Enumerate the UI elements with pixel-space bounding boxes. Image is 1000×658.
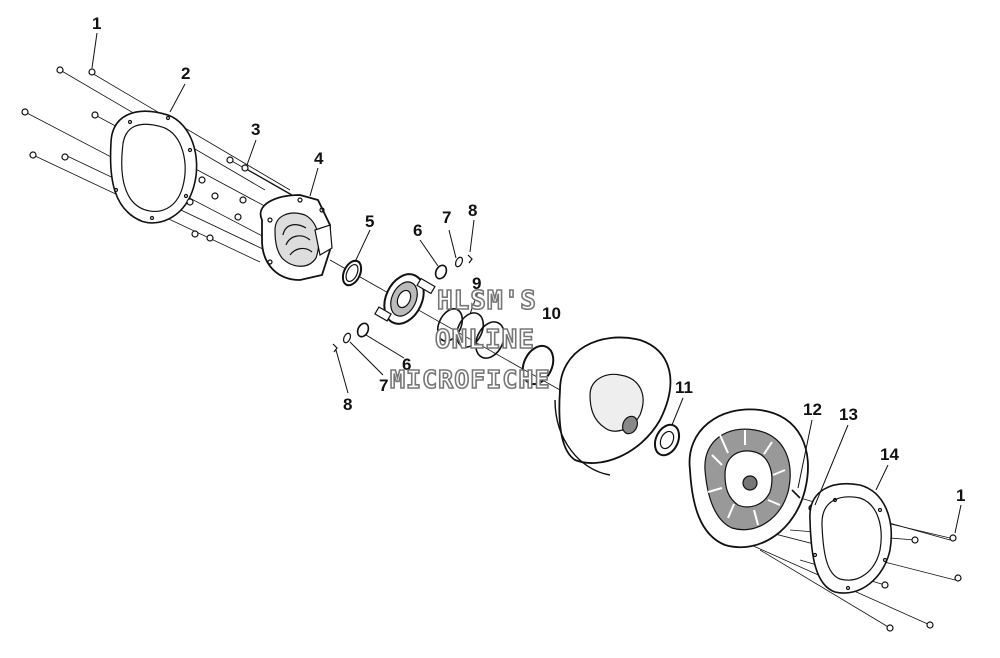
callout-13: 13 [839,405,858,424]
callout-1-left: 1 [92,14,102,33]
leader-lines [91,32,962,534]
callout-3: 3 [251,120,261,139]
watermark-line-2: ONLINE [434,325,535,355]
movable-sheave [688,408,809,549]
fixed-sheave [554,336,672,476]
screw-group-left [21,66,99,161]
callout-7-upper: 7 [442,208,452,227]
callout-4: 4 [314,149,324,168]
callout-12: 12 [803,400,822,419]
callout-7-lower: 7 [379,376,389,395]
washer-group-lower [332,322,370,353]
callout-8-lower: 8 [343,395,353,414]
callout-2: 2 [181,64,191,83]
screw-group-right [881,534,962,632]
bearing-shaft-assembly [374,273,436,325]
seal-ring [341,259,363,287]
spring-ring-set [436,308,555,386]
clutch-cover-housing [259,194,333,281]
callout-1-right: 1 [956,486,966,505]
gasket-ring-right [809,483,892,594]
callout-5: 5 [365,212,375,231]
watermark-line-3: MICROFICHE [389,365,551,394]
callout-8-upper: 8 [468,201,478,220]
callout-14: 14 [880,445,899,464]
callout-9: 9 [472,274,482,293]
callout-10: 10 [542,304,561,323]
callout-11: 11 [675,378,693,397]
screw-group-cover [186,156,249,242]
callout-6-upper: 6 [413,221,423,240]
callout-6-lower: 6 [402,355,412,374]
gasket-ring-left [109,110,198,224]
spacer-washer [653,423,681,457]
watermark-line-1: HLSM'S [436,286,537,316]
washer-group-upper [434,254,473,280]
